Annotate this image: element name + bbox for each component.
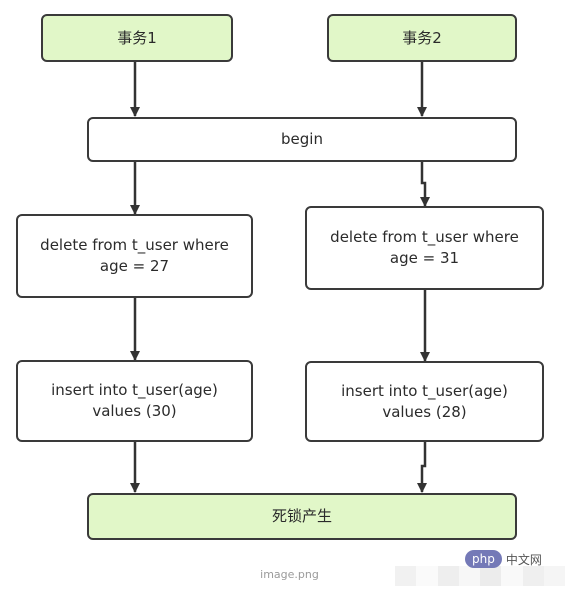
site-watermark: php 中文网 xyxy=(465,548,542,570)
left-delete-line-1: delete from t_user where xyxy=(40,236,229,254)
left-delete-box: delete from t_user where age = 27 xyxy=(16,214,253,298)
php-logo-icon: php xyxy=(465,550,502,568)
right-delete-box: delete from t_user where age = 31 xyxy=(305,206,544,290)
begin-label: begin xyxy=(281,130,323,148)
deadlock-result-label: 死锁产生 xyxy=(271,507,332,525)
transaction-1-label: 事务1 xyxy=(117,28,157,47)
left-delete-line-2: age = 27 xyxy=(99,257,170,275)
arrow-right-insert-to-result xyxy=(417,441,427,493)
right-insert-line-1: insert into t_user(age) xyxy=(341,381,508,400)
transaction-1-box: 事务1 xyxy=(41,14,233,62)
left-insert-line-2: values (30) xyxy=(92,402,177,420)
left-insert-line-1: insert into t_user(age) xyxy=(51,381,218,399)
right-delete-line-1: delete from t_user where xyxy=(330,228,519,246)
watermark-text: 中文网 xyxy=(505,552,542,567)
begin-box: begin xyxy=(87,117,517,162)
left-insert-box: insert into t_user(age) values (30) xyxy=(16,360,253,442)
watermark-blur-strip xyxy=(395,566,565,586)
deadlock-result-box: 死锁产生 xyxy=(87,493,517,540)
right-insert-box: insert into t_user(age) values (28) xyxy=(305,361,544,442)
image-caption: image.png xyxy=(260,568,319,581)
right-insert-line-2: values (28) xyxy=(382,402,467,421)
transaction-2-box: 事务2 xyxy=(327,14,517,62)
right-delete-line-2: age = 31 xyxy=(389,249,460,267)
transaction-2-label: 事务2 xyxy=(402,28,442,47)
arrow-begin-to-right-delete xyxy=(420,161,430,207)
